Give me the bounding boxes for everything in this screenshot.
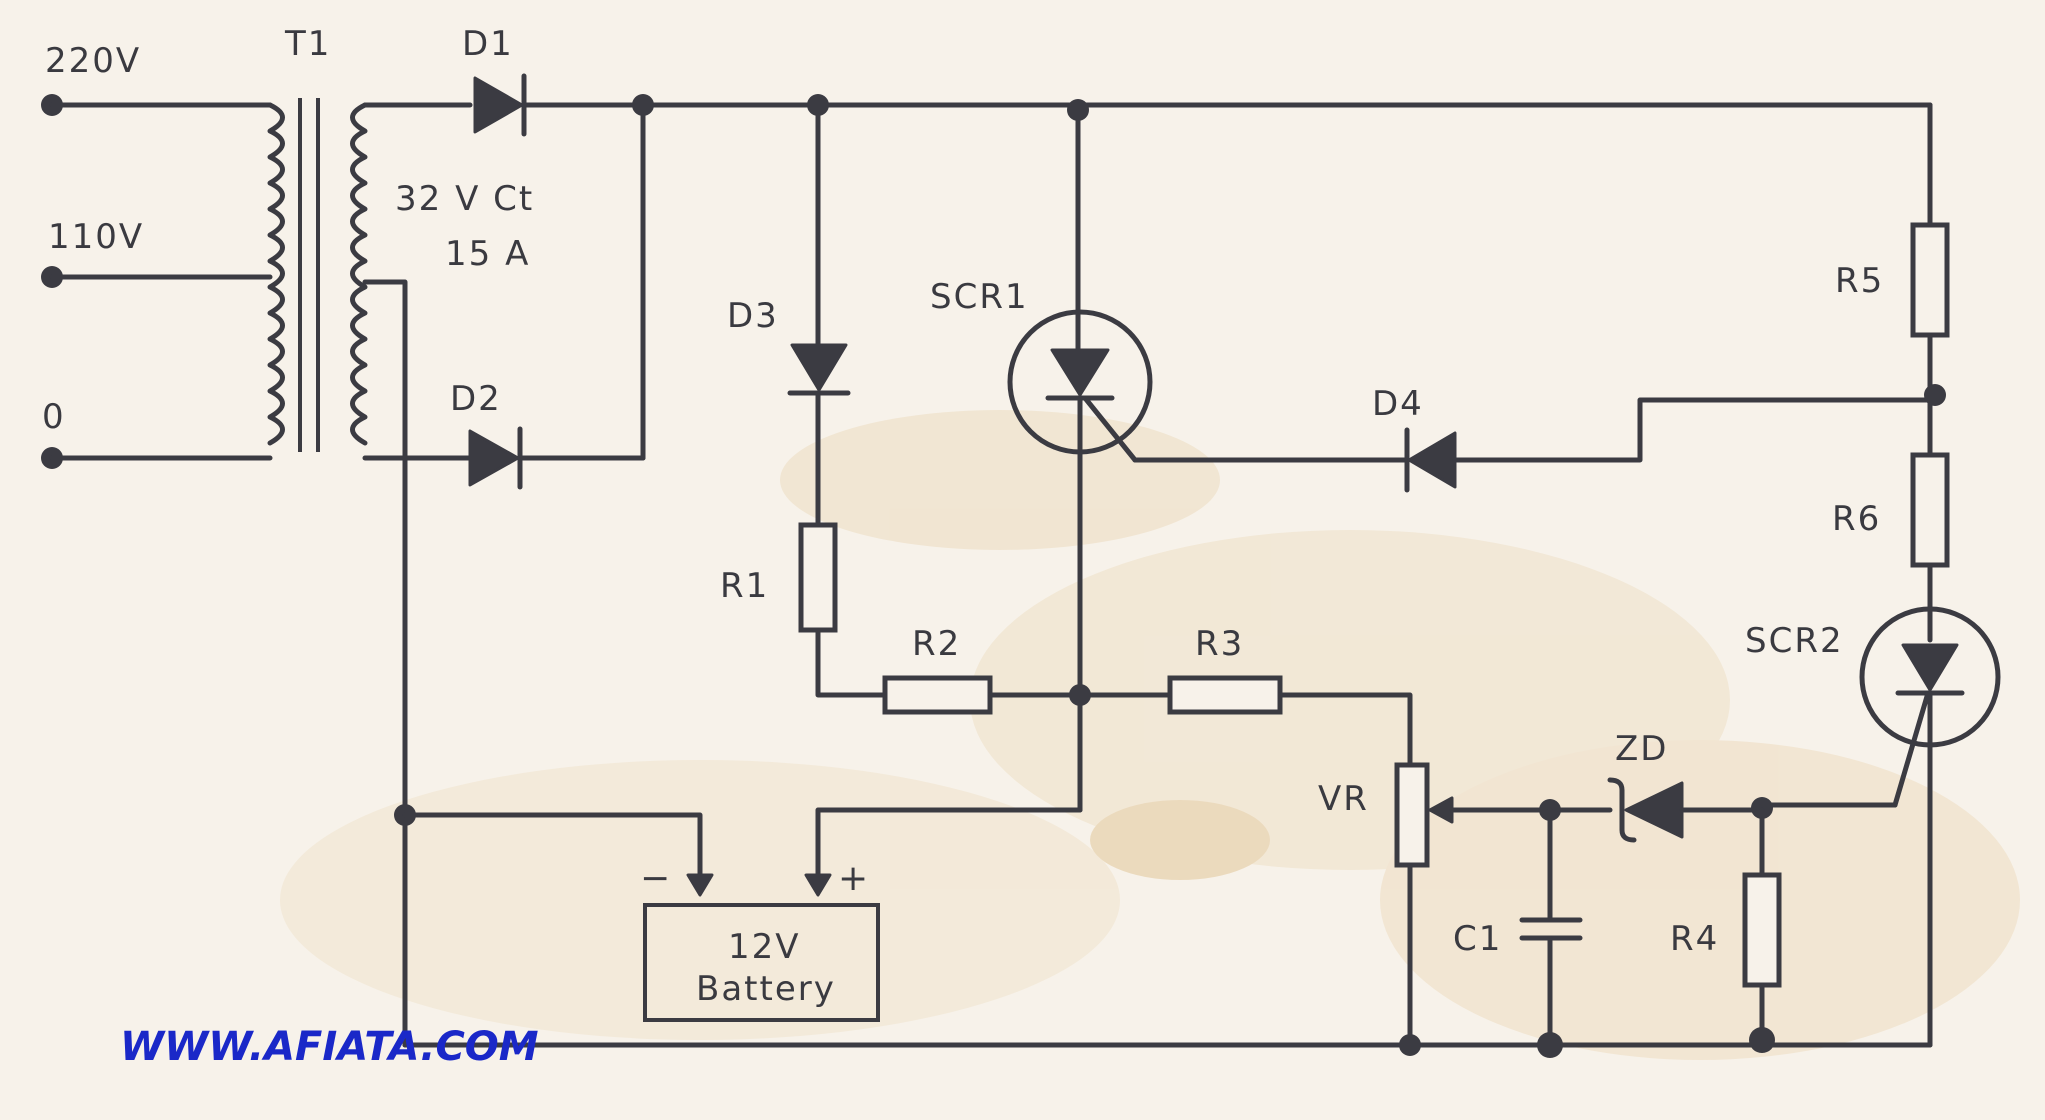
label-r1: R1 (720, 566, 769, 606)
diode-d2 (468, 426, 523, 490)
label-220v: 220V (45, 41, 141, 81)
label-r3: R3 (1195, 624, 1244, 664)
label-scr1: SCR1 (930, 277, 1029, 317)
resistor-r5 (1910, 222, 1950, 338)
resistor-r6 (1910, 452, 1950, 568)
diode-d3 (787, 343, 851, 396)
label-r5: R5 (1835, 261, 1884, 301)
diode-d4 (1404, 427, 1457, 493)
label-r4: R4 (1670, 919, 1719, 959)
label-zd: ZD (1615, 729, 1668, 769)
battery-box (643, 903, 880, 1022)
label-vr: VR (1318, 779, 1369, 819)
resistor-r1 (798, 522, 838, 633)
label-110v: 110V (48, 217, 144, 257)
label-r2: R2 (912, 624, 961, 664)
watermark-website: WWW.AFIATA.COM (120, 1024, 539, 1070)
battery-minus-sign: − (640, 858, 670, 899)
battery-plus-sign: + (838, 858, 868, 899)
potentiometer-vr (1394, 762, 1430, 868)
label-scr2: SCR2 (1745, 621, 1844, 661)
label-r6: R6 (1832, 499, 1881, 539)
resistor-r3 (1167, 675, 1283, 715)
label-ct-line1: 32 V Ct (395, 179, 534, 219)
label-ct-line2: 15 A (445, 234, 530, 274)
label-t1: T1 (284, 24, 331, 64)
resistor-r4 (1742, 872, 1782, 988)
label-d1: D1 (462, 24, 514, 64)
battery-label-battery: Battery (696, 969, 836, 1009)
label-c1: C1 (1453, 919, 1502, 959)
battery-neg-arrow (686, 873, 714, 897)
label-d3: D3 (727, 296, 779, 336)
battery-label-12v: 12V (728, 927, 801, 967)
transformer-t1 (267, 98, 368, 452)
paper-stains (280, 410, 2020, 1060)
diode-d1 (473, 73, 527, 137)
label-0v: 0 (42, 397, 66, 437)
battery-pos-arrow (804, 873, 832, 897)
label-d2: D2 (450, 379, 502, 419)
resistor-r2 (882, 675, 993, 715)
label-d4: D4 (1372, 384, 1424, 424)
